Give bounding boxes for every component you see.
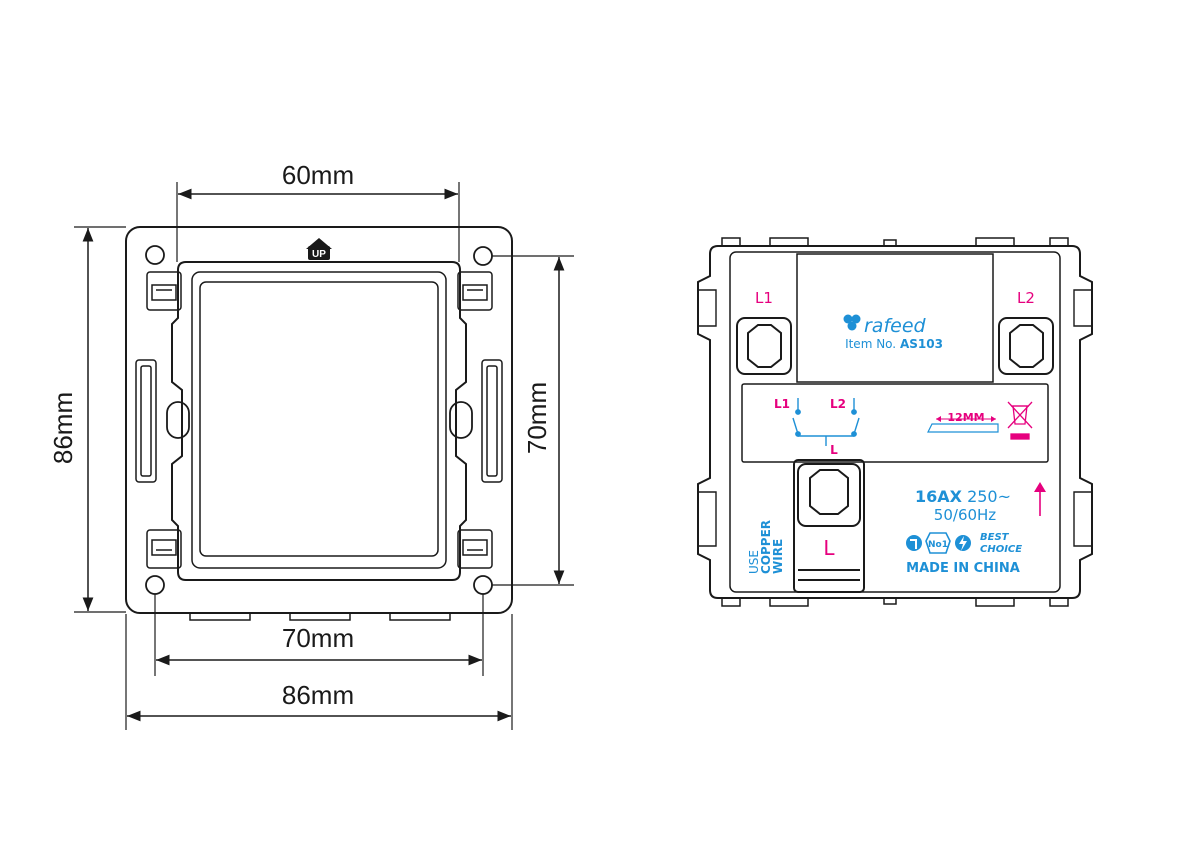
module-inner-body [729,251,1061,593]
svg-text:COPPER: COPPER [759,520,773,574]
terminal-screw-l2 [998,317,1054,375]
frame-rail-left [135,359,157,483]
frame-aperture-outer [171,261,467,581]
wiring-label-l2: L2 [830,397,846,411]
top-label-panel [796,253,994,383]
mount-hole-top-left [145,245,165,265]
frame-slot-left [166,401,190,439]
dimension-label: 86mm [48,392,78,464]
dimension-label: 60mm [282,160,354,190]
dimension-right-height: 70mm [492,255,574,586]
brand-mark-icon [843,314,861,331]
mount-hole-top-right [473,246,493,266]
terminal-screw-l1 [736,317,792,375]
strip-length-label: 12MM [947,411,984,424]
wiring-panel [741,383,1049,463]
quality-mark-icon [906,535,922,551]
brand-name: rafeed [864,315,927,337]
item-number: Item No. AS103 [845,337,943,351]
made-in-label: MADE IN CHINA [906,561,1020,576]
rating-current-voltage: 16AX 250~ [915,487,1011,506]
dimension-bottom-inner: 70mm [154,594,484,676]
number-one-badge-icon: No1 [925,532,951,554]
svg-text:WIRE: WIRE [771,539,785,574]
mount-hole-bottom-right [473,575,493,595]
mounting-frame: UP 60mm 86mm 70mm 70mm [48,160,574,730]
up-mark-icon: UP [306,238,332,260]
lightning-mark-icon [955,535,971,551]
module-side-clips [698,289,1092,547]
frame-rail-right [481,359,503,483]
copper-wire-note: USE COPPER WIRE [747,520,785,574]
frame-slot-right [449,401,473,439]
frame-clip-top-left [146,271,182,311]
brand-logo: rafeed Item No. AS103 [843,314,943,351]
module-top-tabs [721,237,1069,246]
module-body [697,245,1093,599]
frame-clip-bottom-right [457,529,493,569]
wiring-label-l1: L1 [774,397,790,411]
mount-hole-bottom-left [145,575,165,595]
svg-text:USE: USE [747,550,761,574]
terminal-label-l2: L2 [1017,289,1035,307]
weee-bin-icon [1007,401,1033,440]
frame-aperture-inner [199,281,439,557]
frame-clip-bottom-left [146,529,182,569]
terminal-screw-l [793,459,865,593]
certification-marks: No1 BEST CHOICE [906,532,1022,555]
terminal-label-l: L [823,536,835,560]
dimension-label: 70mm [282,623,354,653]
module-bottom-tabs [721,598,1069,607]
best-choice-badge: BEST CHOICE [980,532,1022,555]
wiring-diagram: L1 L2 L [774,397,860,457]
svg-text:No1: No1 [928,540,948,550]
frame-bottom-tabs [189,613,451,621]
svg-text:UP: UP [312,249,326,260]
dimension-top-width: 60mm [176,160,460,262]
terminal-label-l1: L1 [755,289,773,307]
frame-clip-top-right [457,271,493,311]
dimension-bottom-outer: 86mm [125,614,513,730]
frame-plate [125,226,513,614]
switch-module: L1 L2 L rafeed Item No. AS103 L1 L2 [697,237,1093,607]
dimension-left-height: 86mm [48,226,126,613]
wiring-label-l: L [830,443,838,457]
rating-frequency: 50/60Hz [934,506,997,524]
dimension-label: 86mm [282,680,354,710]
strip-length-gauge: 12MM [927,411,999,433]
up-arrow-icon [1034,482,1046,516]
dimension-label: 70mm [522,382,552,454]
frame-aperture-border [191,271,447,569]
